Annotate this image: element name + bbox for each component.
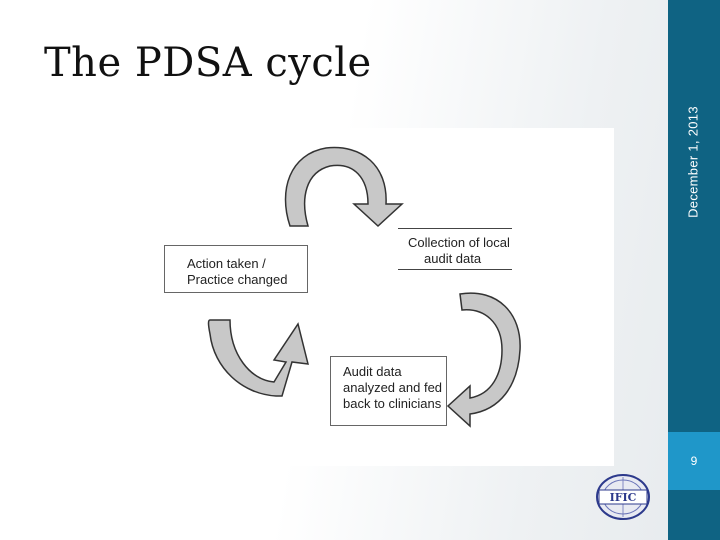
arrow-left-icon	[207, 319, 309, 397]
collection-box: Collection of local audit data	[398, 228, 512, 270]
globe-logo-icon: IFIC	[596, 474, 650, 520]
audit-box: Audit data analyzed and fed back to clin…	[330, 356, 447, 426]
ific-logo: IFIC	[591, 473, 655, 521]
audit-line-3: back to clinicians	[343, 396, 442, 411]
audit-line-1: Audit data	[343, 364, 402, 379]
action-line-2: Practice changed	[187, 272, 288, 287]
audit-line-2: analyzed and fed	[343, 380, 443, 395]
cycle-arrows	[207, 146, 521, 428]
collection-line-1: Collection of local	[408, 235, 510, 250]
logo-text: IFIC	[610, 491, 637, 504]
action-line-1: Action taken /	[187, 256, 266, 271]
pdsa-diagram: Action taken / Practice changed Collecti…	[150, 128, 614, 466]
action-taken-box: Action taken / Practice changed	[164, 245, 308, 293]
slide-title: The PDSA cycle	[44, 40, 372, 86]
page-number-box: 9	[668, 432, 720, 490]
arrow-right-icon	[446, 292, 521, 428]
date-label: December 1, 2013	[685, 106, 701, 218]
arrow-top-icon	[284, 146, 404, 228]
collection-line-2: audit data	[424, 251, 482, 266]
page-number: 9	[690, 454, 698, 468]
